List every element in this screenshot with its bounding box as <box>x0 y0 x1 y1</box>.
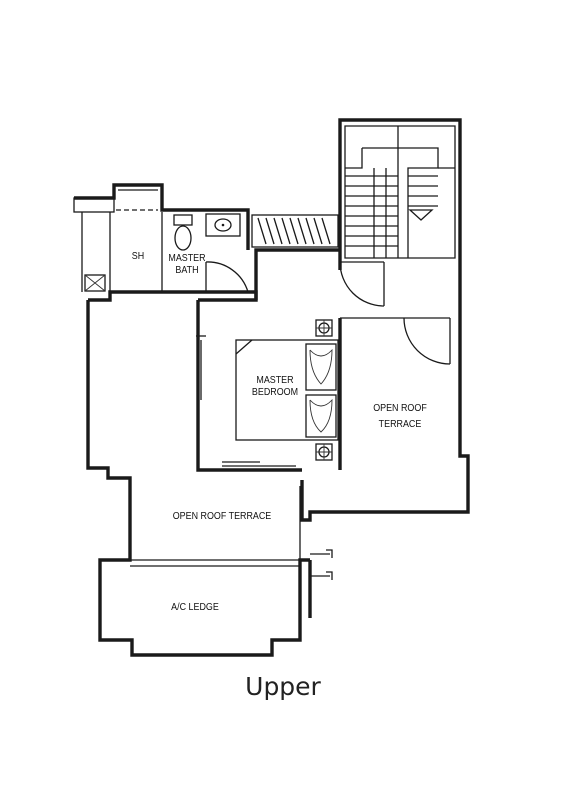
outer-walls <box>86 118 470 657</box>
room-label-ac-ledge: A/C LEDGE <box>171 601 219 613</box>
room-label-sh: SH <box>131 250 145 262</box>
bedroom-fixtures <box>196 317 404 470</box>
door-swings <box>339 261 451 365</box>
room-label-master-bedroom-line1: MASTER <box>256 374 294 386</box>
lower-details <box>130 486 333 580</box>
staircase <box>344 125 456 259</box>
bath-block <box>73 183 250 293</box>
plan-caption: Upper <box>245 672 321 701</box>
room-label-open-roof-terrace-right-line2: TERRACE <box>378 418 422 430</box>
room-label-master-bedroom-line2: BEDROOM <box>251 386 299 398</box>
room-label-open-roof-terrace-right-line1: OPEN ROOF <box>373 402 427 414</box>
room-label-open-roof-terrace-lower: OPEN ROOF TERRACE <box>172 510 272 522</box>
wardrobe-strip <box>251 214 339 248</box>
room-label-master-bath-line1: MASTER <box>168 252 206 264</box>
room-label-master-bath-line2: BATH <box>175 264 199 276</box>
